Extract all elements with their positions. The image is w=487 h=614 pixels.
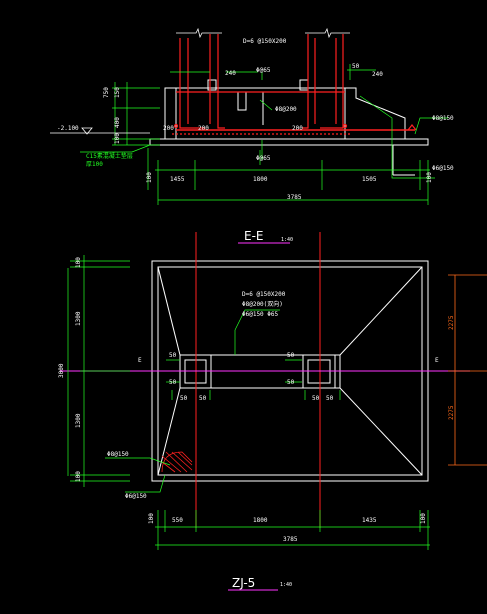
section-phi65-bottom: Φ@65 [256,155,271,162]
section-view: D=6 @150X200 240 50 240 Φ@65 150 750 400… [50,27,454,244]
section-outline [149,79,429,176]
plan-note-1: D=6 @150X200 [242,291,286,298]
section-dim-50a: 50 [352,63,360,70]
plan-right-upper: 2275 [448,315,455,330]
plan-right-dims [448,274,487,466]
plan-note-3: Φ6@150 Φ65 [242,311,279,318]
ground-marker [50,127,150,135]
section-rebar [172,34,417,135]
plan-dim-50g: 50 [312,395,320,402]
section-mark-left: E [138,357,142,364]
section-dim-1505: 1505 [362,176,377,183]
plan-left-dims [67,255,130,487]
ground-level-label: -2.100 [57,125,79,132]
plan-bottom-100a: 100 [148,513,155,524]
plan-scale: 1:40 [280,582,292,588]
section-dim-100b: 100 [426,172,433,183]
corner-note-2: Φ6@150 [125,493,147,500]
section-dim-1455: 1455 [170,176,185,183]
section-dim-100a: 100 [146,172,153,183]
section-mark-right: E [435,357,439,364]
plan-left-lower: 1300 [75,413,82,428]
plan-left-top: 100 [75,257,82,268]
section-dim-240a: 240 [225,70,236,77]
section-dim-200a: 200 [163,125,174,132]
plan-bottom-550: 550 [172,517,183,524]
pad-note-line1: C15素混凝土垫层 [86,152,133,160]
plan-leaders [105,309,341,493]
plan-dim-50d: 50 [287,379,295,386]
plan-title: ZJ-5 [232,576,255,590]
pad-note-line2: 厚100 [86,161,103,168]
section-left-400: 400 [114,117,121,128]
plan-bottom-total: 3785 [283,536,298,543]
section-right-note2: Φ6@150 [432,165,454,172]
section-title: E-E [244,229,264,243]
plan-bottom-100b: 100 [420,513,427,524]
plan-view: D=6 @150X200 Φ8@200(双向) Φ6@150 Φ65 E E 3… [58,232,487,591]
plan-left-bottom: 100 [75,471,82,482]
plan-bottom-1435: 1435 [362,517,377,524]
section-right-note1: Φ8@150 [432,115,454,122]
section-dim-1800: 1800 [253,176,268,183]
plan-dim-50h: 50 [326,395,334,402]
plan-note-2: Φ8@200(双向) [242,300,283,308]
section-left-100: 100 [114,133,121,144]
section-top-rebar-label: D=6 @150X200 [243,38,287,45]
plan-dim-50e: 50 [180,395,188,402]
section-mid-note: Φ8@200 [275,106,297,113]
section-phi65-top: Φ@65 [256,67,271,74]
corner-note-1: Φ8@150 [107,451,129,458]
plan-dim-50a: 50 [169,352,177,359]
section-left-750: 750 [103,87,110,98]
section-dim-240b: 240 [372,71,383,78]
corner-rebar-detail [161,451,193,473]
section-dim-total: 3785 [287,194,302,201]
plan-axis-lines [195,232,321,528]
plan-dim-50c: 50 [287,352,295,359]
section-left-dims [112,64,448,205]
section-scale: 1:40 [281,237,293,243]
plan-left-total: 3000 [58,363,65,378]
plan-left-upper: 1300 [75,311,82,326]
section-left-150: 150 [114,87,121,98]
break-marks [176,27,350,39]
plan-right-lower: 2275 [448,405,455,420]
section-dim-200b: 200 [198,125,209,132]
plan-bottom-1800: 1800 [253,517,268,524]
section-dim-200c: 200 [292,125,303,132]
plan-dim-50f: 50 [199,395,207,402]
plan-dim-50b: 50 [169,379,177,386]
pad-leader [80,144,151,153]
plan-bottom-dims [155,510,430,550]
